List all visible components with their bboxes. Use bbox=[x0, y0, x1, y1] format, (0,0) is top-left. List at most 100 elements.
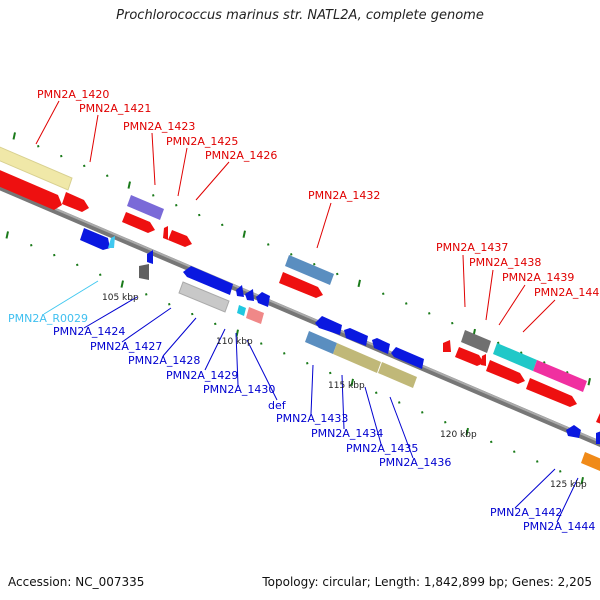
gene-label[interactable]: PMN2A_1444 bbox=[523, 520, 595, 533]
gene-1435-arrow[interactable] bbox=[372, 338, 390, 354]
tick-mark bbox=[451, 321, 454, 325]
gene-label[interactable]: PMN2A_1438 bbox=[469, 256, 541, 269]
tick-mark bbox=[350, 378, 354, 387]
tick-mark bbox=[106, 174, 109, 177]
gene-label[interactable]: PMN2A_1437 bbox=[436, 241, 508, 254]
kbp-label: 110 kbp bbox=[216, 337, 253, 347]
tick-mark bbox=[444, 420, 447, 424]
genome-summary: Topology: circular; Length: 1,842,899 bp… bbox=[262, 575, 592, 589]
tick-mark bbox=[37, 144, 40, 148]
tick-mark bbox=[336, 272, 339, 276]
gene-1423-category[interactable] bbox=[127, 195, 164, 220]
gene-1437-arrow[interactable] bbox=[443, 340, 451, 352]
gene-label[interactable]: PMN2A_1427 bbox=[90, 340, 162, 353]
gene-label[interactable]: PMN2A_1426 bbox=[205, 149, 277, 162]
gene-def-arrow[interactable] bbox=[256, 292, 270, 307]
gene-1441-arrow[interactable] bbox=[596, 411, 600, 425]
leader-line bbox=[89, 114, 99, 163]
gene-label[interactable]: PMN2A_1442 bbox=[490, 506, 562, 519]
gene-R0029-arrow[interactable] bbox=[108, 236, 115, 248]
tick-mark bbox=[313, 262, 316, 266]
gene-1428-category[interactable] bbox=[178, 281, 230, 313]
gene-1430-category[interactable] bbox=[246, 307, 264, 324]
gene-label[interactable]: PMN2A_1428 bbox=[128, 354, 200, 367]
leader-line bbox=[310, 364, 314, 415]
gene-label[interactable]: def bbox=[268, 399, 287, 412]
gene-label[interactable]: PMN2A_1434 bbox=[311, 427, 383, 440]
gene-1434-arrow[interactable] bbox=[344, 328, 368, 346]
gene-1434-category[interactable] bbox=[333, 343, 381, 373]
gene-1438b-arrow[interactable] bbox=[481, 354, 486, 366]
gene-1428-arrow[interactable] bbox=[183, 266, 233, 295]
gene-label[interactable]: PMN2A_1429 bbox=[166, 369, 238, 382]
gene-1427-arrow[interactable] bbox=[147, 250, 153, 264]
gene-label[interactable]: PMN2A_1440 bbox=[534, 286, 600, 299]
tick-mark bbox=[382, 292, 385, 295]
leader-line bbox=[195, 161, 230, 201]
gene-1436-arrow[interactable] bbox=[391, 347, 424, 369]
tick-mark bbox=[5, 231, 9, 239]
gene-1424-arrow[interactable] bbox=[80, 228, 110, 250]
gene-1420-category[interactable] bbox=[0, 145, 73, 191]
tick-mark bbox=[30, 244, 33, 247]
gene-1429-arrow[interactable] bbox=[236, 285, 244, 297]
tick-mark bbox=[99, 273, 102, 276]
gene-1443-arrow[interactable] bbox=[596, 430, 600, 444]
gene-label[interactable]: PMN2A_1436 bbox=[379, 456, 451, 469]
tick-mark bbox=[83, 164, 86, 168]
accession-text: Accession: NC_007335 bbox=[8, 575, 145, 589]
gene-1425-arrow[interactable] bbox=[163, 226, 168, 240]
gene-1429-category[interactable] bbox=[237, 305, 246, 316]
gene-1430-arrow[interactable] bbox=[245, 289, 254, 301]
gene-1432-arrow[interactable] bbox=[279, 272, 323, 298]
tick-mark bbox=[329, 371, 332, 375]
gene-label[interactable]: PMN2A_1421 bbox=[79, 102, 151, 115]
gene-1442-arrow[interactable] bbox=[566, 425, 581, 438]
gene-1432-category[interactable] bbox=[285, 255, 334, 285]
reverse-gene-labels: PMN2A_R0029 PMN2A_1424 PMN2A_1427 PMN2A_… bbox=[8, 312, 595, 533]
gene-1438-arrow[interactable] bbox=[455, 347, 484, 366]
gene-label[interactable]: PMN2A_1420 bbox=[37, 88, 109, 101]
kbp-markers: 105 kbp 110 kbp 115 kbp 120 kbp 125 kbp bbox=[102, 293, 587, 490]
gene-label[interactable]: PMN2A_R0029 bbox=[8, 312, 88, 325]
gene-label[interactable]: PMN2A_1432 bbox=[308, 189, 380, 202]
gene-1433-category[interactable] bbox=[305, 331, 337, 354]
gene-1444-category[interactable] bbox=[581, 452, 600, 471]
kbp-label: 120 kbp bbox=[440, 430, 477, 440]
gene-1423-arrow[interactable] bbox=[122, 212, 155, 233]
gene-1433-arrow[interactable] bbox=[315, 316, 342, 335]
kbp-label: 125 kbp bbox=[550, 480, 587, 490]
tick-mark bbox=[221, 223, 224, 227]
gene-1420-arrow[interactable] bbox=[0, 168, 62, 210]
tick-mark bbox=[235, 329, 239, 337]
tick-mark bbox=[60, 154, 63, 158]
gene-1439-category[interactable] bbox=[493, 343, 537, 371]
gene-label[interactable]: PMN2A_1433 bbox=[276, 412, 348, 425]
tick-mark bbox=[536, 460, 539, 463]
gene-1439-arrow[interactable] bbox=[486, 360, 525, 384]
tick-mark bbox=[120, 280, 124, 288]
gene-1421-arrow[interactable] bbox=[62, 192, 89, 212]
tick-mark bbox=[375, 391, 378, 394]
gene-label[interactable]: PMN2A_1439 bbox=[502, 271, 574, 284]
tick-mark bbox=[152, 194, 155, 197]
tick-mark bbox=[175, 203, 178, 207]
gene-1440-arrow[interactable] bbox=[526, 378, 577, 407]
gene-1440-category[interactable] bbox=[533, 360, 587, 392]
forward-gene-labels: PMN2A_1420 PMN2A_1421 PMN2A_1423 PMN2A_1… bbox=[37, 88, 600, 299]
gene-label[interactable]: PMN2A_1435 bbox=[346, 442, 418, 455]
leader-line bbox=[485, 269, 494, 321]
leader-line bbox=[43, 280, 99, 315]
gene-1427-category bbox=[139, 264, 149, 280]
leader-line bbox=[204, 328, 226, 371]
gene-1437-category[interactable] bbox=[461, 330, 491, 353]
tick-mark bbox=[398, 401, 401, 404]
tick-mark bbox=[267, 243, 270, 246]
gene-label[interactable]: PMN2A_1425 bbox=[166, 135, 238, 148]
label-leader-lines bbox=[35, 100, 579, 523]
gene-label[interactable]: PMN2A_1424 bbox=[53, 325, 125, 338]
gene-label[interactable]: PMN2A_1430 bbox=[203, 383, 275, 396]
gene-1436-category[interactable] bbox=[378, 362, 417, 388]
gene-1426-arrow[interactable] bbox=[168, 230, 192, 247]
gene-label[interactable]: PMN2A_1423 bbox=[123, 120, 195, 133]
